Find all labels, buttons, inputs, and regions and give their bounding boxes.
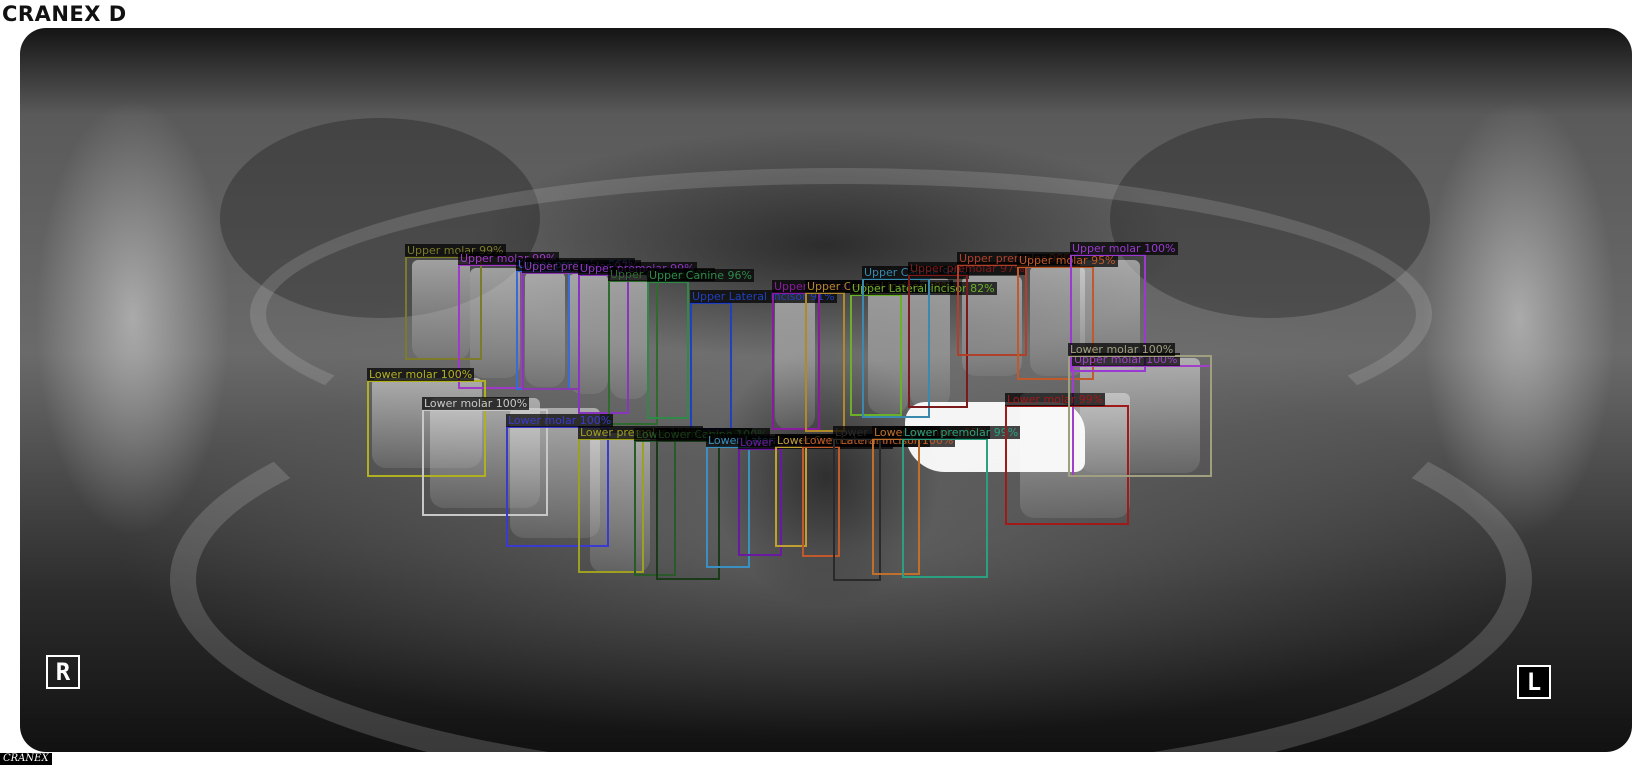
detection-label: Upper molar 100% <box>1070 242 1178 255</box>
tooth-shape <box>1080 358 1200 473</box>
detection-label: Lower premolar 99% <box>902 426 1021 439</box>
tooth-shape <box>568 274 608 394</box>
tooth-shape <box>525 272 565 387</box>
detection-label: Lower molar 100% <box>1068 343 1176 356</box>
left-side-marker: L <box>1517 665 1551 699</box>
device-brand-title: CRANEX D <box>2 2 127 26</box>
detection-label: Lower molar 100% <box>506 414 614 427</box>
right-side-marker: R <box>46 655 80 689</box>
detection-box[interactable]: Upper Canine 96% <box>647 269 754 419</box>
detection-box[interactable]: Upper molar 95% <box>1017 254 1118 380</box>
detection-label: Upper Canine 96% <box>647 269 754 282</box>
tooth-shape <box>775 290 815 430</box>
detection-box[interactable]: Upper molar 100% <box>1070 242 1178 372</box>
tooth-shape <box>590 433 650 573</box>
detection-box[interactable]: Lower premolar 99% <box>902 426 1021 578</box>
detection-box[interactable]: Lower molar 100% <box>506 414 614 547</box>
detection-box[interactable]: Upper premolar 97% <box>522 260 641 390</box>
footer-brand-logo: CRANEX <box>0 753 52 765</box>
tooth-shape <box>610 274 648 399</box>
detection-box[interactable]: Upper Lateral incisor 91% <box>690 290 837 430</box>
right-sinus-shadow <box>1110 118 1430 318</box>
panoramic-xray-image: Upper molar 99%Upper molar 99%Upper prem… <box>20 28 1632 752</box>
detection-box[interactable]: Lower molar 99% <box>1005 393 1129 525</box>
detection-box[interactable]: Upper Central incisor 98% <box>805 280 954 432</box>
tooth-shape <box>910 278 950 408</box>
detection-box[interactable]: Lower molar 100% <box>367 368 486 477</box>
detection-label: Upper molar 95% <box>1017 254 1118 267</box>
detection-box[interactable]: Lower molar 100% <box>1068 343 1212 477</box>
tooth-shape <box>412 260 470 360</box>
detection-label: Lower molar 100% <box>367 368 475 381</box>
detection-label: Lower molar 100% <box>422 397 530 410</box>
detection-box[interactable]: Lower molar 100% <box>422 397 548 516</box>
detection-label: Lower molar 99% <box>1005 393 1106 406</box>
